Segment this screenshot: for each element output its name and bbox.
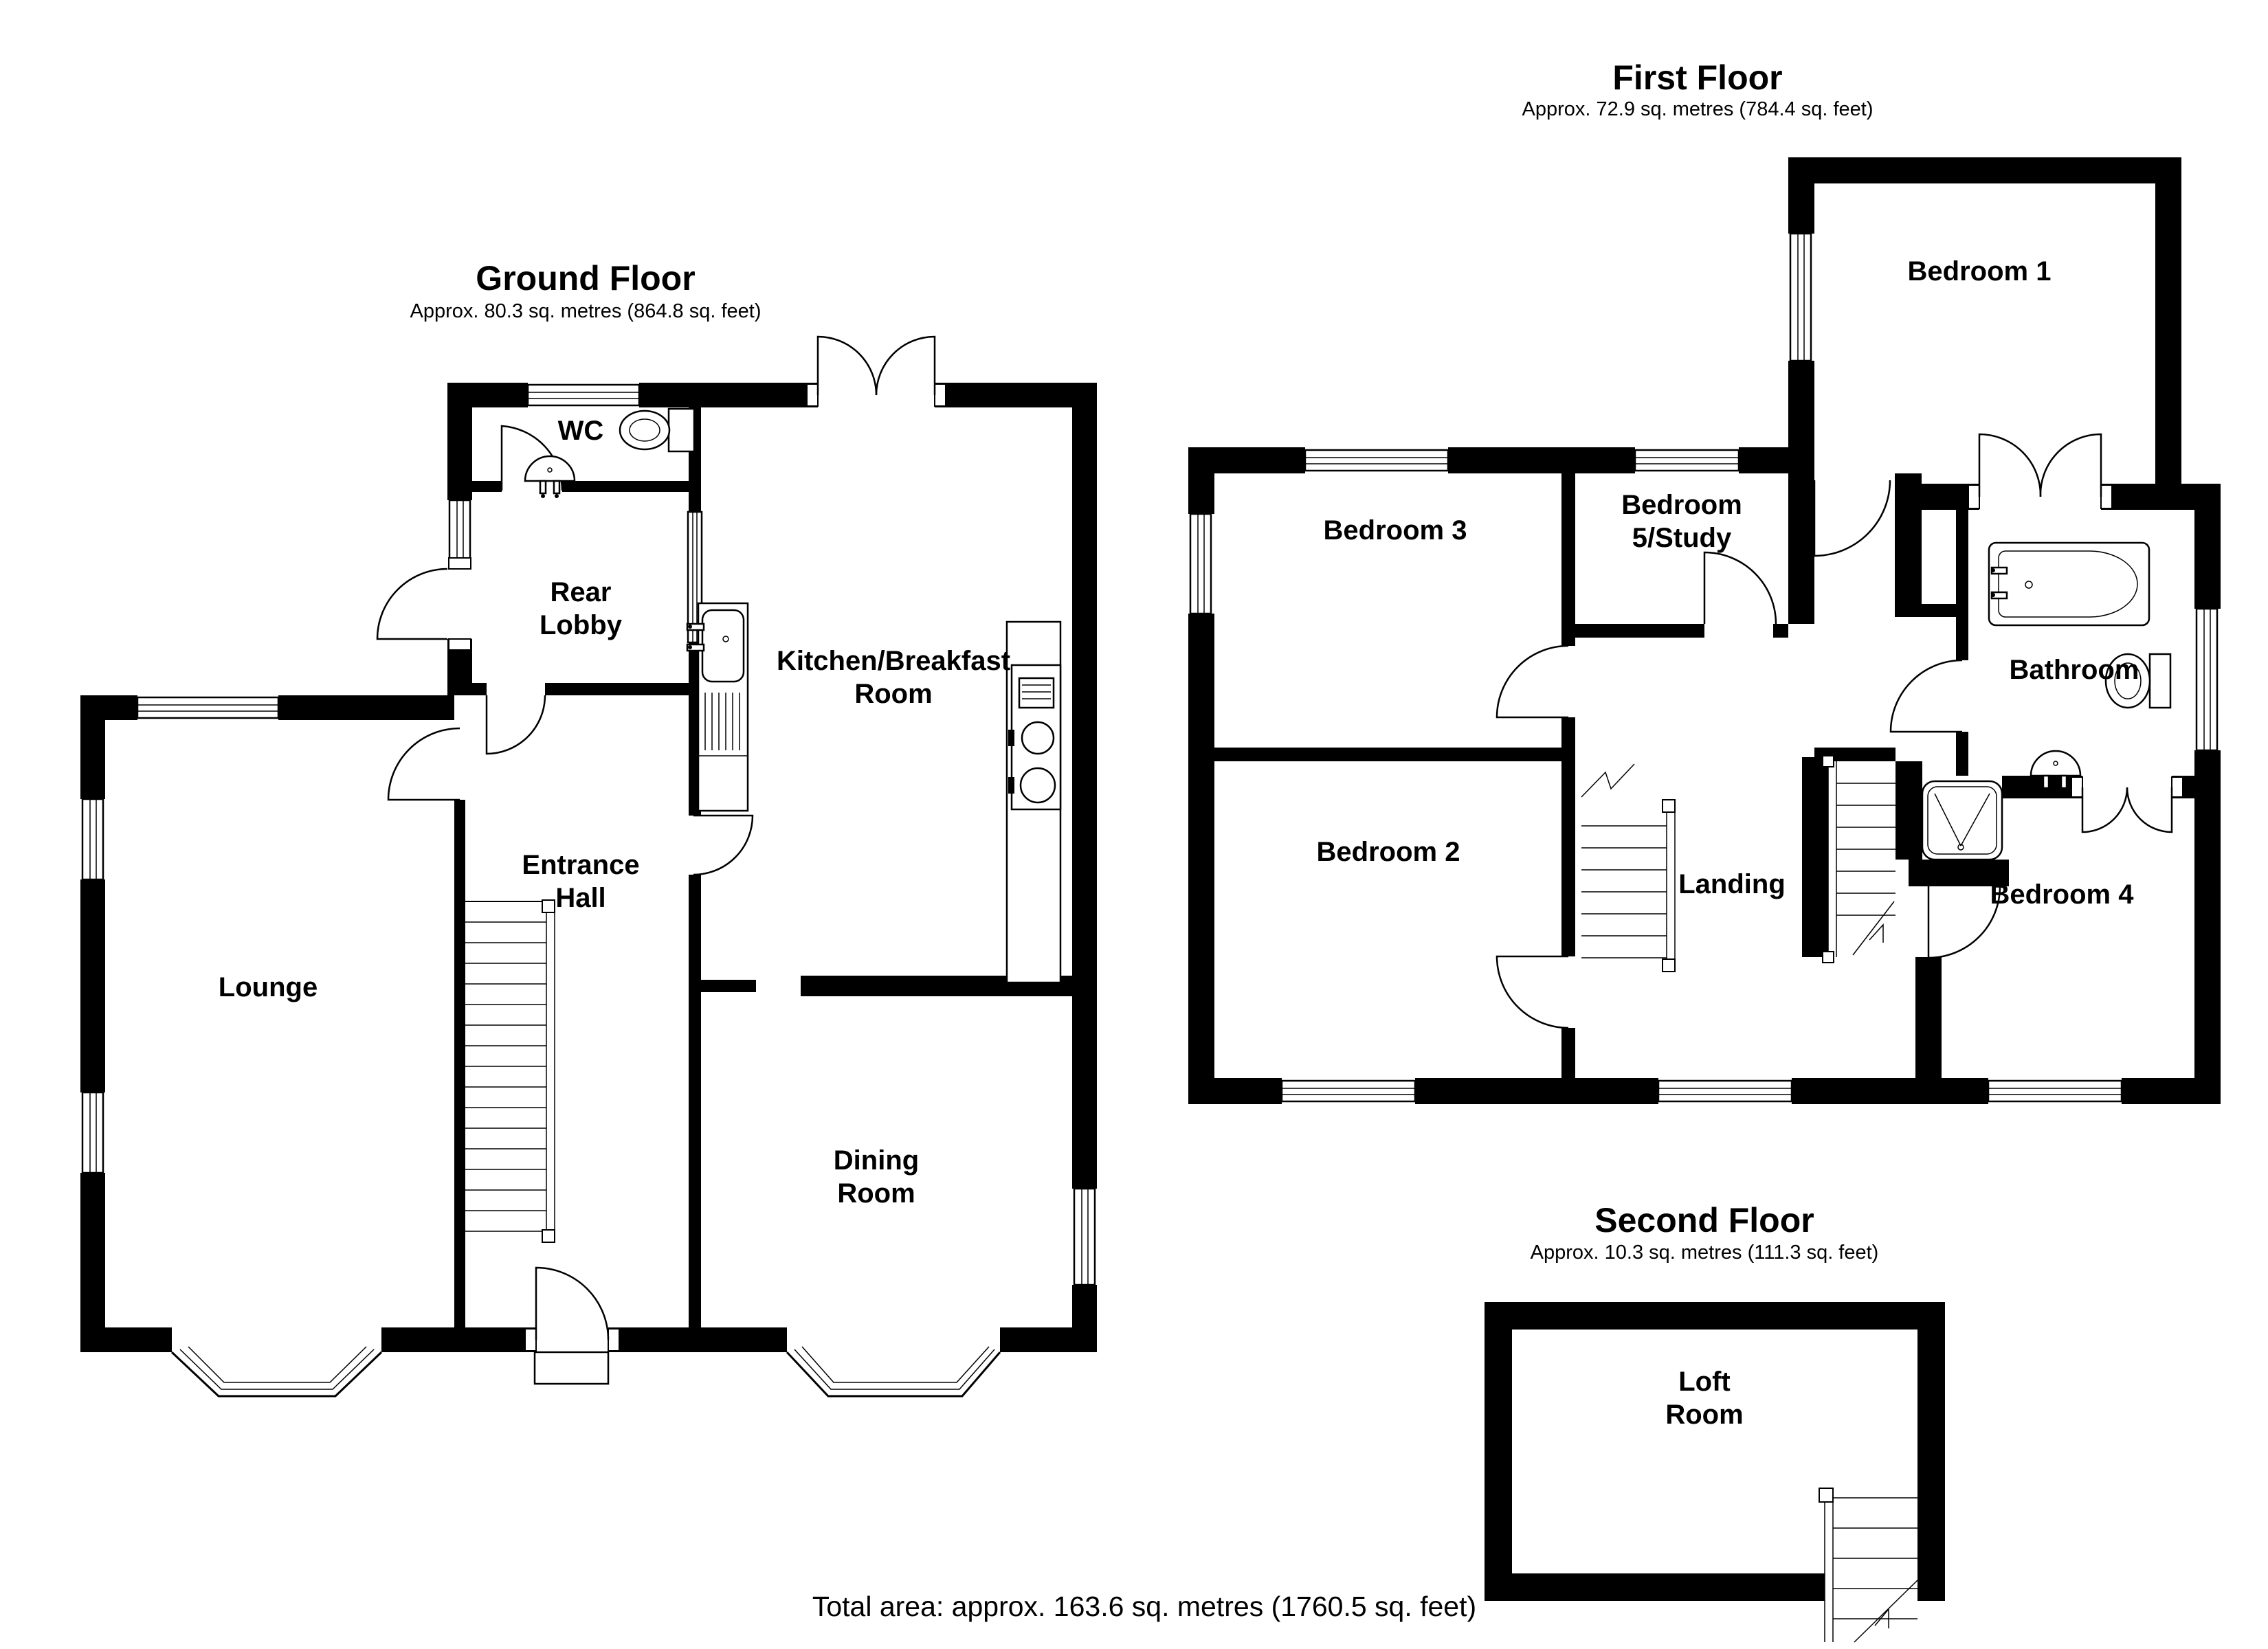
room-label-loft: Loft xyxy=(1678,1367,1731,1397)
total-area-text: Total area: approx. 163.6 sq. metres (17… xyxy=(812,1591,1476,1622)
room-label-bedroom1: Bedroom 1 xyxy=(1908,256,2052,287)
ground-floor-plan: WC Rear Lobby Kitchen/Breakfast Room Ent… xyxy=(80,259,1097,1398)
ground-floor-area: Approx. 80.3 sq. metres (864.8 sq. feet) xyxy=(410,300,761,322)
second-loft-staircase xyxy=(1819,1488,1918,1643)
room-label-dining-2: Room xyxy=(837,1178,915,1209)
bay-window-icon xyxy=(786,1346,1001,1398)
shower-icon xyxy=(1921,780,2003,861)
room-label-bedroom5-2: 5/Study xyxy=(1632,523,1732,553)
room-label-bedroom2: Bedroom 2 xyxy=(1317,837,1460,867)
hand-basin-icon xyxy=(524,455,576,498)
hand-basin-icon xyxy=(2030,750,2082,793)
toilet-icon xyxy=(619,407,696,453)
room-label-dining: Dining xyxy=(834,1145,919,1176)
room-label-kitchen-2: Room xyxy=(854,679,932,709)
bathtub-icon xyxy=(1988,541,2150,627)
room-label-bedroom3: Bedroom 3 xyxy=(1324,515,1467,546)
kitchen-sink-icon xyxy=(686,602,749,812)
cooker-icon xyxy=(1005,620,1062,984)
door-swing-icon xyxy=(1496,433,2173,1029)
toilet-icon xyxy=(2104,653,2172,709)
second-walls xyxy=(1485,1302,1945,1601)
room-label-rear-lobby-2: Lobby xyxy=(540,610,623,640)
room-label-landing: Landing xyxy=(1678,869,1786,899)
room-label-lounge: Lounge xyxy=(219,972,318,1002)
room-label-bedroom5: Bedroom xyxy=(1621,490,1742,520)
first-floor-plan: Bedroom 1 Bedroom 3 Bedroom 5/Study Bath… xyxy=(1188,58,2221,1104)
first-loft-staircase xyxy=(1822,755,1895,963)
room-label-entrance-hall: Entrance xyxy=(522,850,639,880)
room-label-loft-2: Room xyxy=(1665,1400,1743,1430)
room-label-bedroom4: Bedroom 4 xyxy=(1990,879,2135,910)
room-label-entrance-hall-2: Hall xyxy=(555,883,605,913)
ground-staircase xyxy=(465,899,555,1243)
first-walls xyxy=(1188,157,2221,1104)
door-swing-icon xyxy=(376,335,936,1340)
window-icon xyxy=(1189,232,2219,1103)
room-label-kitchen: Kitchen/Breakfast xyxy=(777,646,1010,676)
room-label-wc: WC xyxy=(558,416,604,446)
ground-floor-title: Ground Floor xyxy=(476,259,695,298)
front-door-step xyxy=(533,1351,610,1385)
first-floor-title: First Floor xyxy=(1612,58,1782,97)
first-floor-area: Approx. 72.9 sq. metres (784.4 sq. feet) xyxy=(1522,98,1874,120)
room-label-bathroom: Bathroom xyxy=(2010,655,2139,685)
second-floor-plan: Loft Room Second Floor Approx. 10.3 sq. … xyxy=(1485,1201,1945,1643)
bay-window-icon xyxy=(170,1346,383,1398)
door-jambs xyxy=(448,383,946,1351)
first-main-staircase xyxy=(1581,763,1676,972)
second-floor-area: Approx. 10.3 sq. metres (111.3 sq. feet) xyxy=(1531,1242,1879,1264)
ground-walls xyxy=(80,383,1097,1352)
door-jambs xyxy=(1968,484,2183,798)
window-icon xyxy=(81,383,1096,1286)
second-floor-title: Second Floor xyxy=(1594,1201,1814,1239)
room-label-rear-lobby: Rear xyxy=(551,577,612,607)
